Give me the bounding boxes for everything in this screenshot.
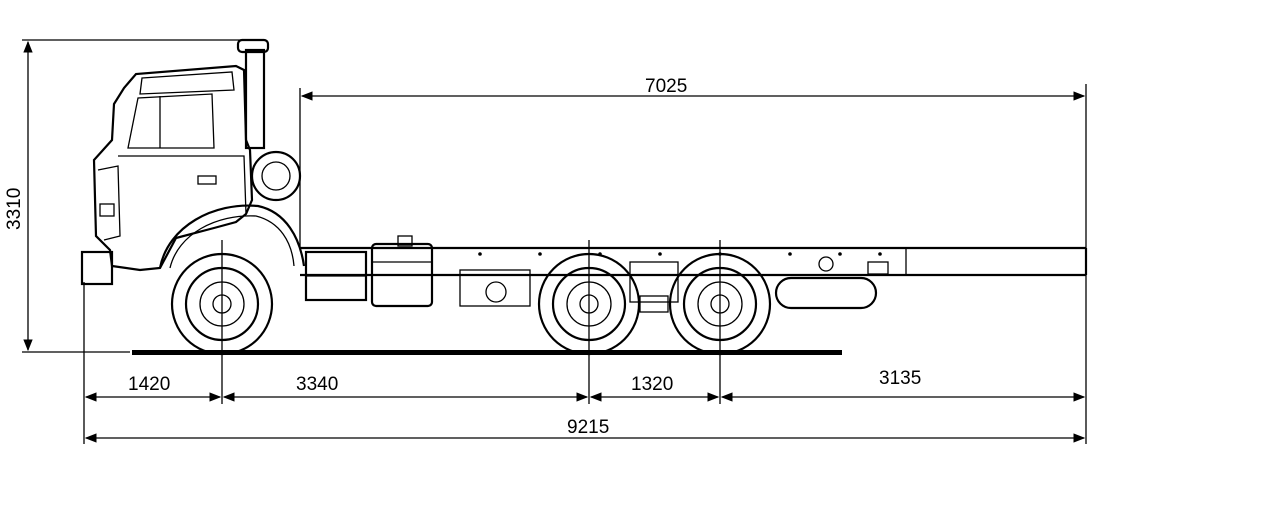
front-overhang-label: 1420 — [128, 374, 170, 395]
ground-line — [132, 350, 842, 355]
truck-outline — [80, 38, 1088, 313]
height-dimension-label: 3310 — [4, 188, 25, 230]
overall-length-label: 9215 — [567, 417, 609, 438]
frame-length-label: 7025 — [645, 76, 687, 97]
extension-lines — [22, 39, 1087, 444]
wheelbase-label: 3340 — [296, 374, 338, 395]
rear-overhang-label: 3135 — [879, 368, 921, 389]
tandem-spacing-label: 1320 — [631, 374, 673, 395]
